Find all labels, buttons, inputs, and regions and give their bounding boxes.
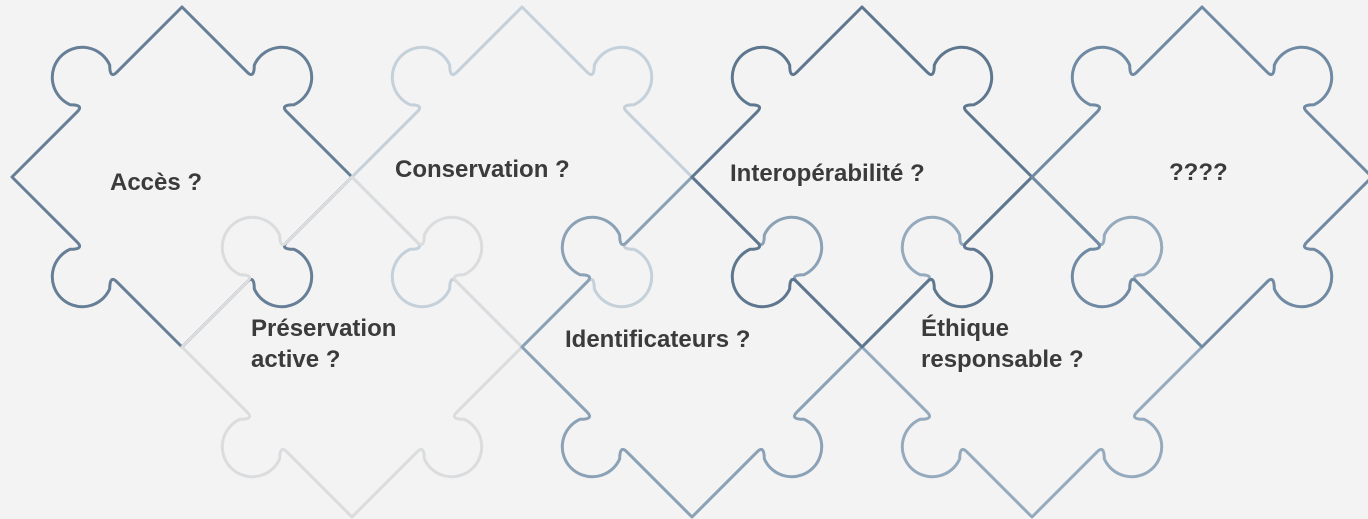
label-conservation: Conservation ? bbox=[395, 156, 570, 183]
label-identificateurs: Identificateurs ? bbox=[565, 326, 751, 353]
label-acces: Accès ? bbox=[110, 169, 203, 196]
piece-outline bbox=[1030, 5, 1368, 349]
piece-unknown bbox=[1030, 5, 1368, 349]
label-ethique-responsable: Éthique responsable ? bbox=[921, 315, 1084, 373]
label-unknown: ???? bbox=[1169, 159, 1228, 186]
label-preservation-active: Préservation active ? bbox=[251, 315, 397, 373]
label-interoperabilite: Interopérabilité ? bbox=[730, 160, 925, 187]
